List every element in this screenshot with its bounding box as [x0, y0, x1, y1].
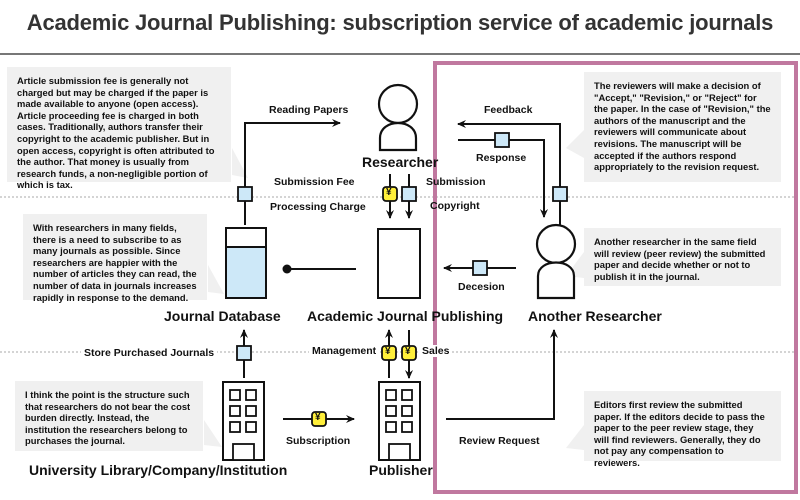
feedback-document-icon: [552, 186, 568, 202]
fee-money-icon-box: [382, 186, 398, 202]
researcher-icon: [377, 83, 419, 152]
node-institution: University Library/Company/Institution: [29, 462, 288, 478]
decision-document-icon: [472, 260, 488, 276]
store-journals-document-icon: [236, 345, 252, 361]
label-sales: Sales: [419, 345, 453, 357]
note-peer-review: Another researcher in the same field wil…: [584, 228, 781, 286]
node-researcher: Researcher: [362, 154, 439, 170]
label-submission: Submission: [426, 176, 486, 188]
journal-document-icon: [377, 228, 421, 299]
label-submission-fee: Submission Fee: [274, 176, 355, 188]
note-decision: The reviewers will make a decision of "A…: [584, 72, 781, 182]
fee-money-icon: ¥: [386, 187, 392, 198]
response-arrow: [458, 139, 548, 218]
management-money-icon: ¥: [385, 346, 391, 357]
note-tail-decision: [566, 130, 584, 158]
label-subscription: Subscription: [286, 435, 351, 447]
node-academic-journal-publishing: Academic Journal Publishing: [307, 308, 504, 324]
label-reading-papers: Reading Papers: [269, 104, 349, 116]
diagram-title: Academic Journal Publishing: subscriptio…: [26, 10, 774, 35]
note-fees: Article submission fee is generally not …: [7, 67, 231, 190]
note-institution: I think the point is the structure such …: [15, 381, 203, 451]
institution-building-icon: [222, 381, 265, 461]
management-money-icon-box: [381, 345, 397, 361]
subscription-money-icon-box: [311, 411, 327, 427]
note-database: With researchers in many fields, there i…: [23, 214, 207, 303]
label-response: Response: [476, 152, 527, 164]
label-processing-charge: Processing Charge: [270, 201, 366, 213]
note-tail-editors: [566, 425, 584, 450]
reading-papers-document-icon: [237, 186, 253, 202]
another-researcher-icon: [535, 223, 577, 300]
node-another-researcher: Another Researcher: [528, 308, 662, 324]
node-publisher: Publisher: [369, 462, 433, 478]
note-tail-database: [208, 265, 224, 294]
response-document-icon: [494, 132, 510, 148]
sales-money-icon-box: [401, 345, 417, 361]
publisher-building-icon: [378, 381, 421, 461]
subscription-money-icon: ¥: [315, 412, 321, 423]
label-copyright: Copyright: [430, 200, 480, 212]
submission-document-icon: [401, 186, 417, 202]
journal-database-icon: [225, 227, 267, 299]
node-journal-database: Journal Database: [164, 308, 281, 324]
sales-money-icon: ¥: [405, 346, 411, 357]
label-decision: Decesion: [458, 281, 505, 293]
review-request-arrow: [446, 329, 558, 420]
peer-review-highlight-frame: [433, 61, 798, 494]
note-tail-institution: [204, 420, 222, 447]
label-management: Management: [309, 345, 380, 357]
label-store-purchased-journals: Store Purchased Journals: [81, 347, 218, 359]
label-review-request: Review Request: [459, 435, 540, 447]
note-editors: Editors first review the submitted paper…: [584, 391, 781, 468]
label-feedback: Feedback: [484, 104, 533, 116]
title-divider: [0, 53, 800, 55]
